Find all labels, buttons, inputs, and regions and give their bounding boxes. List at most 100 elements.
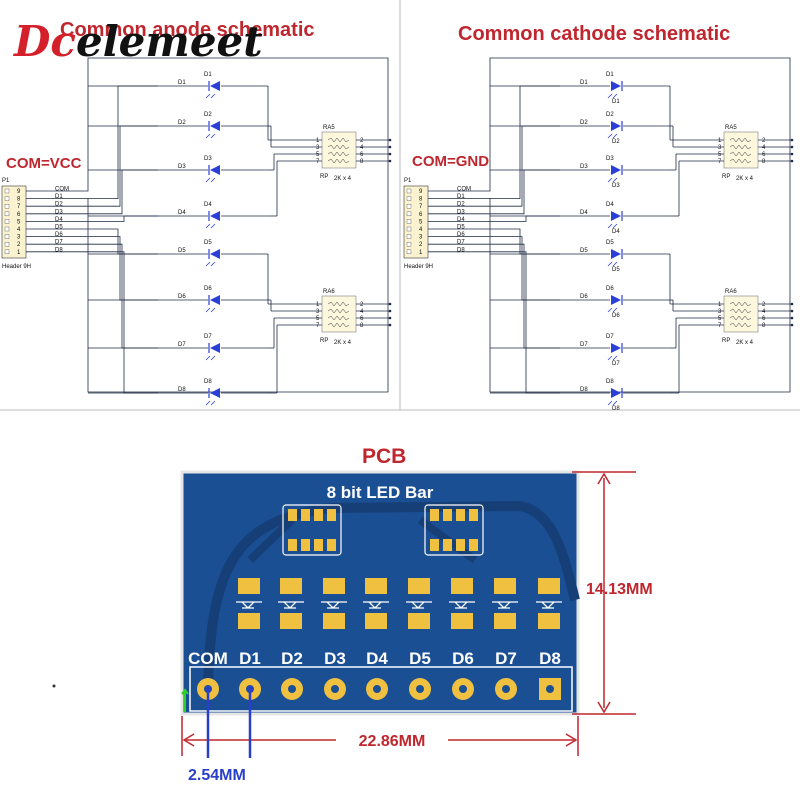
header-pin-number: 3 (419, 235, 423, 241)
header-pin-hole (4, 203, 10, 209)
junction-dot (388, 309, 392, 313)
junction-dot (790, 152, 794, 156)
led-light-arrows (205, 400, 216, 406)
header-pin-hole (406, 241, 412, 247)
smd-pad (327, 539, 336, 551)
pin-silk-label: D3 (324, 649, 346, 668)
header-pin-hole (406, 226, 412, 232)
header-net-label: D5 (55, 225, 63, 231)
header-pin-number: 4 (419, 227, 423, 233)
junction-dot (388, 316, 392, 320)
led-light-arrows (607, 261, 618, 267)
led-light-arrows (607, 177, 618, 183)
resistor-pin-right: 6 (762, 152, 766, 158)
header-pin-hole (4, 226, 10, 232)
junction-dot (790, 302, 794, 306)
smd-pad (443, 539, 452, 551)
net-label: D3 (580, 164, 588, 170)
net-label: D1 (580, 80, 588, 86)
resistor-pin-right: 6 (360, 152, 364, 158)
smd-pad (456, 509, 465, 521)
resistor-zigzag (729, 144, 752, 150)
led-ref: D6 (204, 286, 212, 292)
led-ref: D6 (606, 286, 614, 292)
led-light-arrows (205, 93, 216, 99)
resistor-pin-left: 3 (718, 145, 722, 151)
header-net-label: D8 (457, 247, 465, 253)
led-ref: D4 (204, 202, 212, 208)
net-label: D4 (580, 210, 588, 216)
net-trunk (484, 243, 560, 349)
led-silk-symbol (278, 601, 304, 609)
net-label: D8 (178, 387, 186, 393)
pad-hole (373, 685, 381, 693)
resistor-prefix: RP (722, 174, 730, 180)
led-light-arrows (607, 93, 618, 99)
header-pin-number: 1 (419, 250, 423, 256)
led-light-arrows (607, 223, 618, 229)
led-ref-below: D7 (612, 361, 620, 367)
led-silk-symbol (236, 601, 262, 609)
net-trunk (82, 215, 158, 222)
junction-dot (790, 159, 794, 163)
net-label: D4 (178, 210, 186, 216)
resistor-pin-right: 2 (762, 302, 766, 308)
pin-silk-label: D5 (409, 649, 431, 668)
cathode-com-label: COM=GND (412, 153, 489, 170)
led-symbol (611, 343, 621, 353)
led-symbol (611, 211, 621, 221)
brand-prefix: Dc (13, 17, 76, 66)
led-light-arrows (607, 133, 618, 139)
resistor-pin-left: 3 (718, 309, 722, 315)
led-ref-below: D2 (612, 139, 620, 145)
led-light-arrows (205, 223, 216, 229)
led-ref: D3 (204, 156, 212, 162)
led-pad (238, 613, 260, 629)
junction-dot (388, 323, 392, 327)
resistor-value: 2K x 4 (736, 176, 754, 182)
junction-dot (388, 145, 392, 149)
resistor-zigzag (327, 151, 350, 157)
resistor-pin-right: 2 (360, 138, 364, 144)
resistor-pin-left: 7 (718, 159, 722, 165)
resistor-value: 2K x 4 (334, 340, 352, 346)
led-symbol (611, 295, 621, 305)
height-dimension: 14.13MM (586, 581, 653, 598)
header-net-label: D7 (457, 240, 465, 246)
smd-pad (288, 509, 297, 521)
led-symbol (210, 121, 220, 131)
pin-silk-label: D4 (366, 649, 388, 668)
pin-silk-label: D2 (281, 649, 303, 668)
resistor-pin-right: 4 (762, 145, 766, 151)
net-trunk (484, 215, 560, 222)
resistor-pin-left: 5 (316, 152, 320, 158)
resistor-pin-left: 3 (316, 309, 320, 315)
header-caption: Header 9H (404, 264, 433, 270)
led-symbol (210, 295, 220, 305)
led-light-arrows (607, 307, 618, 313)
led-pad (365, 613, 387, 629)
led-ref: D5 (204, 240, 212, 246)
led-silk-symbol (406, 601, 432, 609)
net-label: D7 (580, 342, 588, 348)
net-trunk (82, 125, 158, 207)
junction-dot (790, 316, 794, 320)
led-symbol (611, 249, 621, 259)
junction-dot (790, 323, 794, 327)
header-net-label: D1 (55, 194, 63, 200)
header-pin-hole (406, 188, 412, 194)
led-pad (323, 613, 345, 629)
header-pin-number: 2 (419, 242, 423, 248)
smd-pad (469, 509, 478, 521)
header-pin-hole (4, 219, 10, 224)
pad-hole (459, 685, 467, 693)
net-trunk (82, 251, 158, 394)
led-pad (408, 613, 430, 629)
resistor-pin-left: 7 (316, 323, 320, 329)
resistor-pin-right: 4 (360, 145, 364, 151)
header-name: P1 (2, 178, 10, 184)
net-label: D6 (580, 294, 588, 300)
cathode-title: Common cathode schematic (458, 23, 730, 45)
resistor-pin-left: 5 (718, 152, 722, 158)
